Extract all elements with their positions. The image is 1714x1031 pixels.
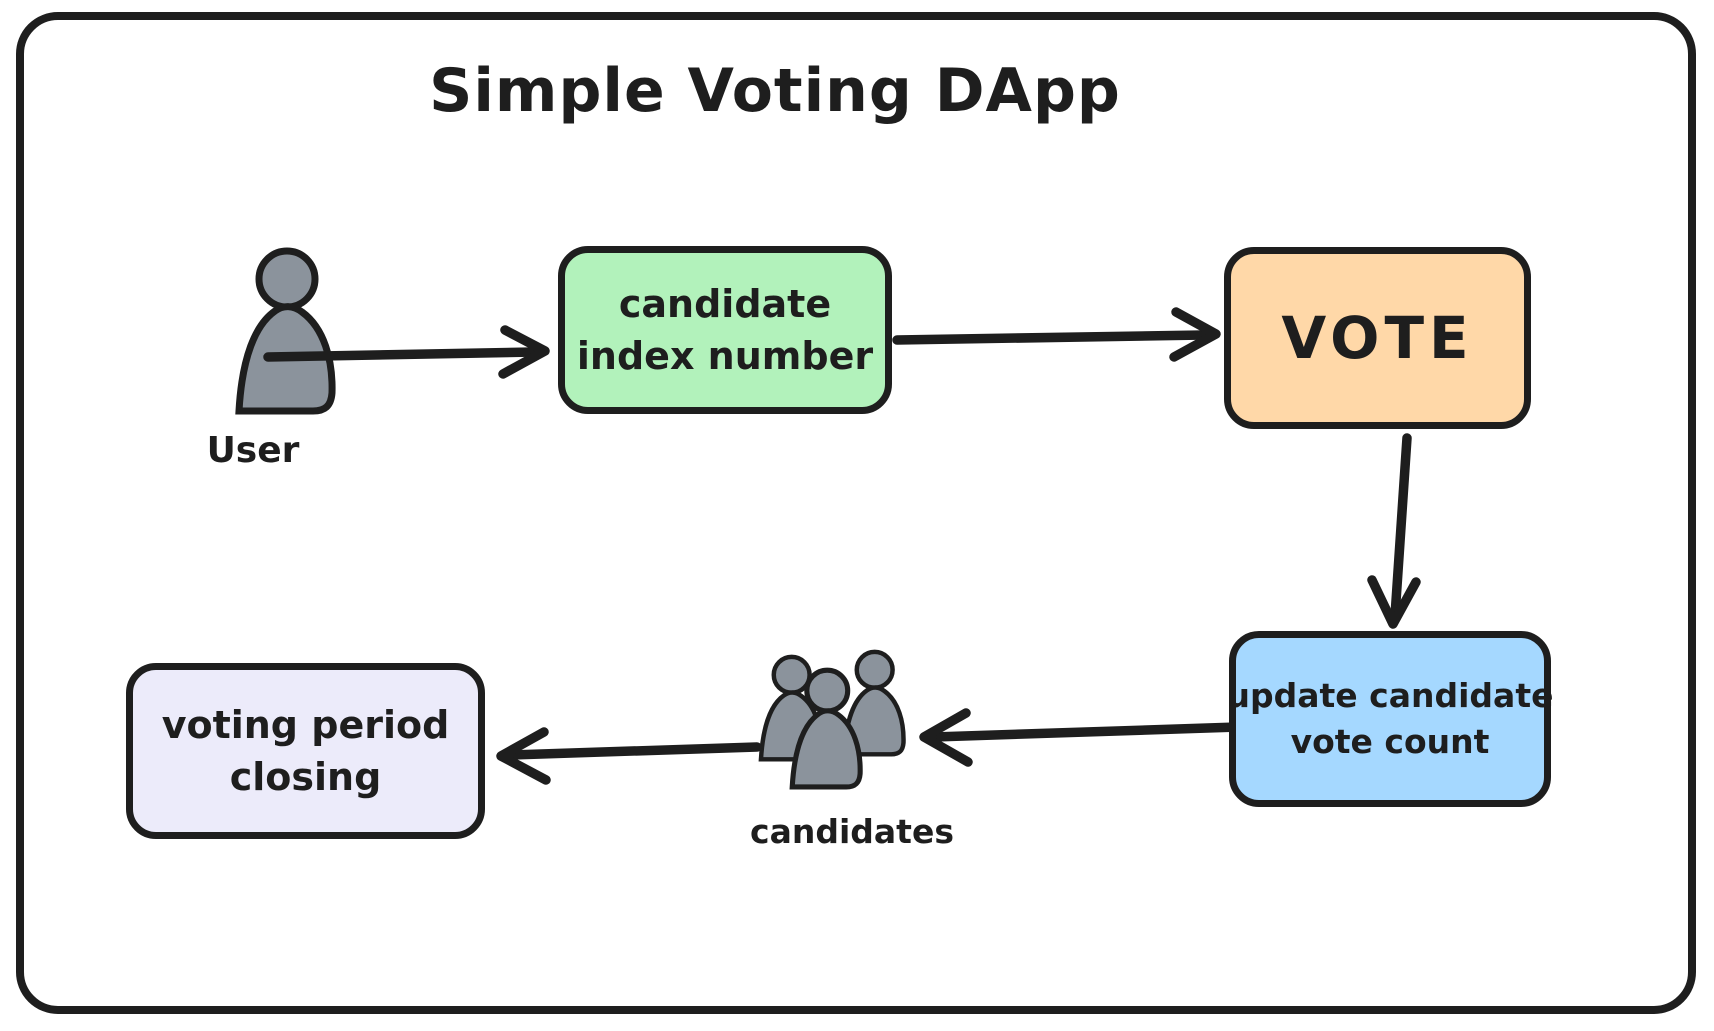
- arrow-candidate-index-to-vote: [892, 307, 1221, 362]
- node-text-line: update candidate: [1226, 676, 1554, 716]
- node-text-line: VOTE: [1281, 303, 1474, 372]
- node-candidate-index-number: candidate index number: [558, 246, 892, 414]
- candidates-group-icon: [761, 652, 904, 787]
- node-vote: VOTE: [1224, 247, 1531, 429]
- page-title: Simple Voting DApp: [429, 56, 1121, 126]
- diagram-border: [16, 12, 1696, 1014]
- arrow-vote-to-update-count: [1367, 433, 1421, 629]
- node-voting-period-closing: voting period closing: [126, 663, 485, 839]
- node-text-line: vote count: [1290, 722, 1490, 761]
- node-text-line: closing: [229, 755, 382, 799]
- user-icon: [239, 251, 332, 411]
- candidates-label: candidates: [750, 812, 954, 851]
- node-text-line: voting period: [161, 702, 450, 747]
- node-update-candidate-vote-count: update candidate vote count: [1226, 631, 1554, 807]
- arrow-candidates-to-voting-period: [496, 727, 762, 785]
- arrow-user-to-candidate-index: [263, 325, 550, 379]
- user-label: User: [206, 430, 300, 471]
- arrow-update-count-to-candidates: [919, 708, 1243, 767]
- node-text-line: index number: [576, 334, 874, 378]
- node-text-line: candidate: [618, 281, 832, 326]
